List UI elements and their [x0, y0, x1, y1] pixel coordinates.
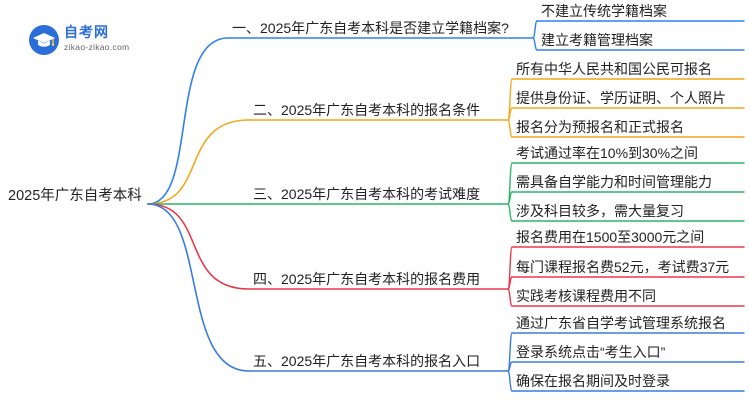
leaf-node-1-1[interactable]: 不建立传统学籍档案 — [541, 3, 667, 19]
root-connector-4 — [147, 203, 250, 290]
leaf-node-2-3[interactable]: 报名分为预报名和正式报名 — [516, 119, 684, 135]
leaf-connector-5-3 — [507, 370, 513, 392]
leaf-node-5-3[interactable]: 确保在报名期间及时登录 — [516, 373, 670, 389]
leaf-node-3-3[interactable]: 涉及科目较多，需大量复习 — [516, 203, 684, 219]
leaf-node-4-1[interactable]: 报名费用在1500至3000元之间 — [516, 229, 705, 245]
leaf-connector-1-2 — [532, 37, 538, 51]
leaf-node-1-2[interactable]: 建立考籍管理档案 — [541, 32, 653, 48]
graduation-cap-icon — [29, 25, 59, 55]
leaf-node-3-1[interactable]: 考试通过率在10%到30%之间 — [516, 145, 699, 161]
leaf-connector-2-3 — [507, 119, 513, 138]
root-connector-5 — [147, 203, 250, 372]
branch-node-2[interactable]: 二、2025年广东自考本科的报名条件 — [253, 102, 481, 118]
logo-url: zikao-zikao.com — [64, 42, 130, 52]
leaf-node-5-2[interactable]: 登录系统点击“考生入口” — [516, 344, 666, 360]
leaf-node-2-2[interactable]: 提供身份证、学历证明、个人照片 — [516, 90, 726, 106]
leaf-node-4-2[interactable]: 每门课程报名费52元，考试费37元 — [516, 259, 730, 275]
leaf-node-4-3[interactable]: 实践考核课程费用不同 — [516, 288, 656, 304]
leaf-node-2-1[interactable]: 所有中华人民共和国公民可报名 — [516, 61, 712, 77]
leaf-node-3-2[interactable]: 需具备自学能力和时间管理能力 — [516, 174, 712, 190]
logo-name: 自考网 — [64, 24, 109, 40]
branch-node-4[interactable]: 四、2025年广东自考本科的报名费用 — [253, 271, 481, 287]
leaf-connector-3-3 — [507, 203, 513, 222]
leaf-connector-4-3 — [507, 288, 513, 307]
branch-node-1[interactable]: 一、2025年广东自考本科是否建立学籍档案? — [232, 20, 509, 36]
leaf-connector-1-1 — [532, 20, 538, 39]
leaf-node-5-1[interactable]: 通过广东省自学考试管理系统报名 — [516, 315, 726, 331]
root-node[interactable]: 2025年广东自考本科 — [8, 188, 142, 204]
branch-node-3[interactable]: 三、2025年广东自考本科的考试难度 — [253, 186, 481, 202]
site-logo[interactable]: 自考网 zikao-zikao.com — [28, 22, 148, 62]
root-connector-1 — [147, 37, 229, 205]
root-connector-2 — [147, 119, 250, 205]
branch-node-5[interactable]: 五、2025年广东自考本科的报名入口 — [253, 353, 481, 369]
